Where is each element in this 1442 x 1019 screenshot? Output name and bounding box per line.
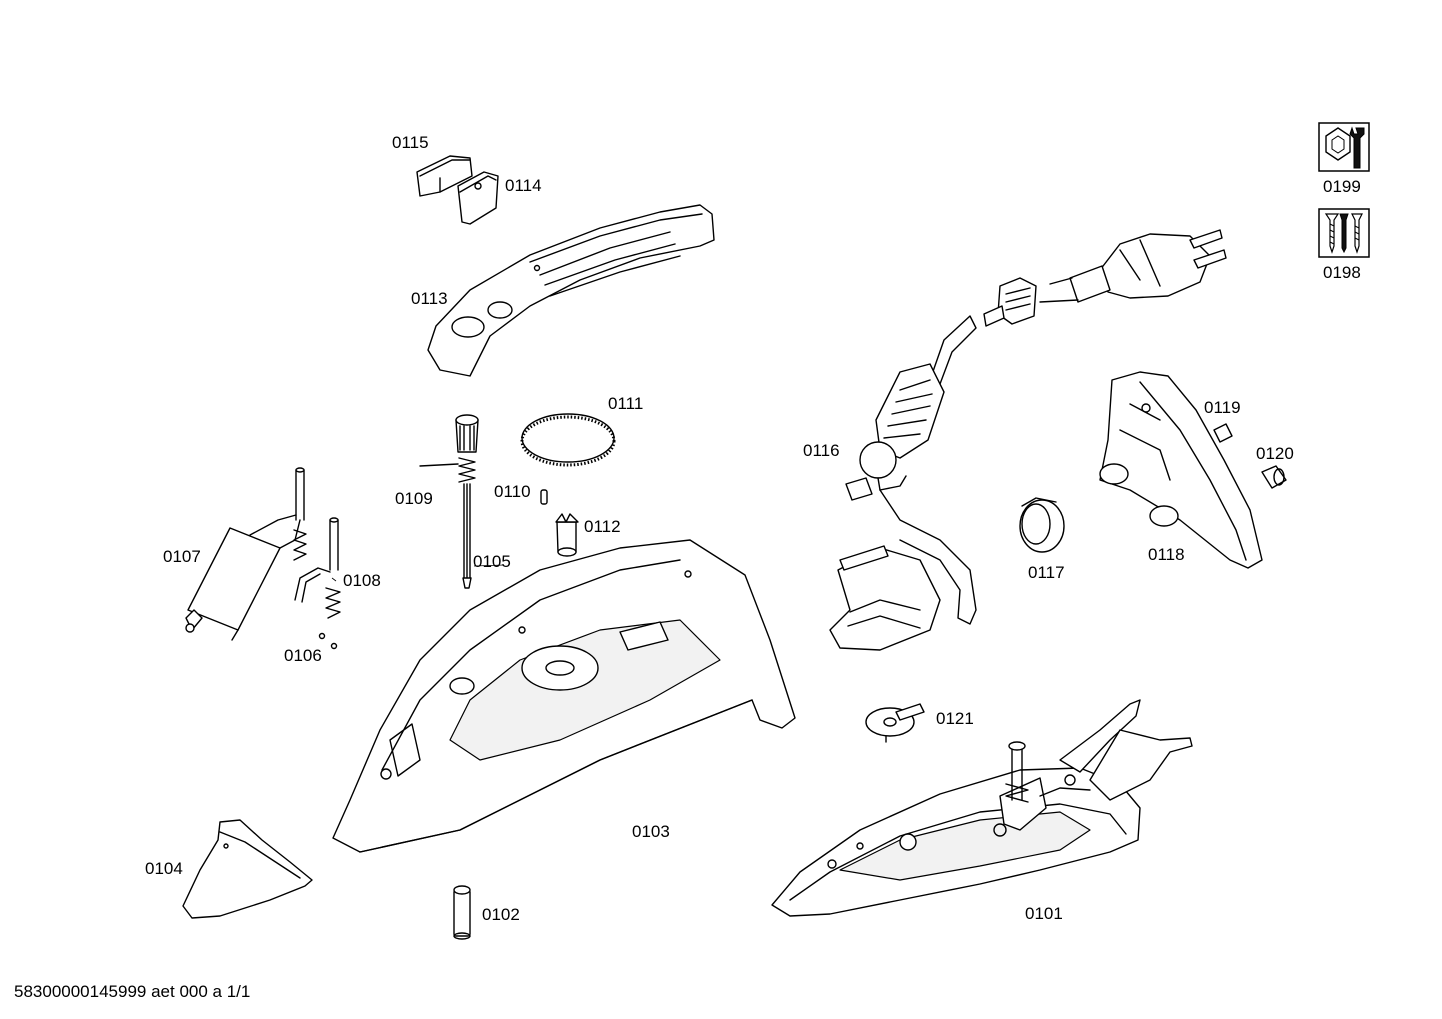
label-0115: 0115 xyxy=(392,133,429,152)
part-0107-element xyxy=(185,467,307,641)
icon-label-0198: 0198 xyxy=(1323,263,1361,282)
nut-wrench-icon xyxy=(1318,122,1370,172)
label-0104: 0104 xyxy=(145,859,183,878)
label-0118: 0118 xyxy=(1148,545,1185,564)
label-0109: 0109 xyxy=(395,489,433,508)
label-0101: 0101 xyxy=(1025,904,1063,923)
part-0114-button xyxy=(457,171,499,225)
part-0108-connector xyxy=(294,517,341,619)
part-0111-disc xyxy=(520,413,616,467)
part-0115-button xyxy=(416,155,473,197)
label-0105: 0105 xyxy=(473,552,511,571)
leader-line xyxy=(331,577,337,582)
label-0114: 0114 xyxy=(505,176,542,195)
part-0120-cap xyxy=(1261,465,1287,489)
label-0102: 0102 xyxy=(482,905,520,924)
part-0101-soleplate xyxy=(771,699,1193,917)
screws-icon xyxy=(1318,208,1370,258)
label-0107: 0107 xyxy=(163,547,201,566)
label-0108: 0108 xyxy=(343,571,381,590)
label-0110: 0110 xyxy=(494,482,531,501)
icon-label-0199: 0199 xyxy=(1323,177,1361,196)
label-0117: 0117 xyxy=(1028,563,1065,582)
leader-line xyxy=(473,564,505,567)
label-0119: 0119 xyxy=(1204,398,1241,417)
part-0112-cylinder xyxy=(555,513,579,557)
label-0106: 0106 xyxy=(284,646,322,665)
part-0110-pin xyxy=(540,489,548,505)
label-0116: 0116 xyxy=(803,441,840,460)
label-0120: 0120 xyxy=(1256,444,1294,463)
part-0116-power-cord xyxy=(829,229,1227,651)
part-0103-housing xyxy=(332,539,796,853)
part-0106-rings xyxy=(318,632,338,650)
part-0118-rear-cover xyxy=(1099,371,1263,569)
part-0119-clip xyxy=(1213,423,1233,443)
part-0102-tube xyxy=(453,885,471,940)
part-0117-ring xyxy=(1019,497,1065,553)
part-0109-knob-rod xyxy=(419,414,479,589)
label-0121: 0121 xyxy=(936,709,974,728)
part-0121-valve xyxy=(865,703,925,743)
label-0112: 0112 xyxy=(584,517,621,536)
part-0104-rear-cap xyxy=(182,819,313,919)
part-0113-handle-cover xyxy=(427,204,715,377)
document-footer: 58300000145999 aet 000 a 1/1 xyxy=(14,982,251,1001)
label-0111: 0111 xyxy=(608,394,644,413)
label-0103: 0103 xyxy=(632,822,670,841)
label-0113: 0113 xyxy=(411,289,448,308)
